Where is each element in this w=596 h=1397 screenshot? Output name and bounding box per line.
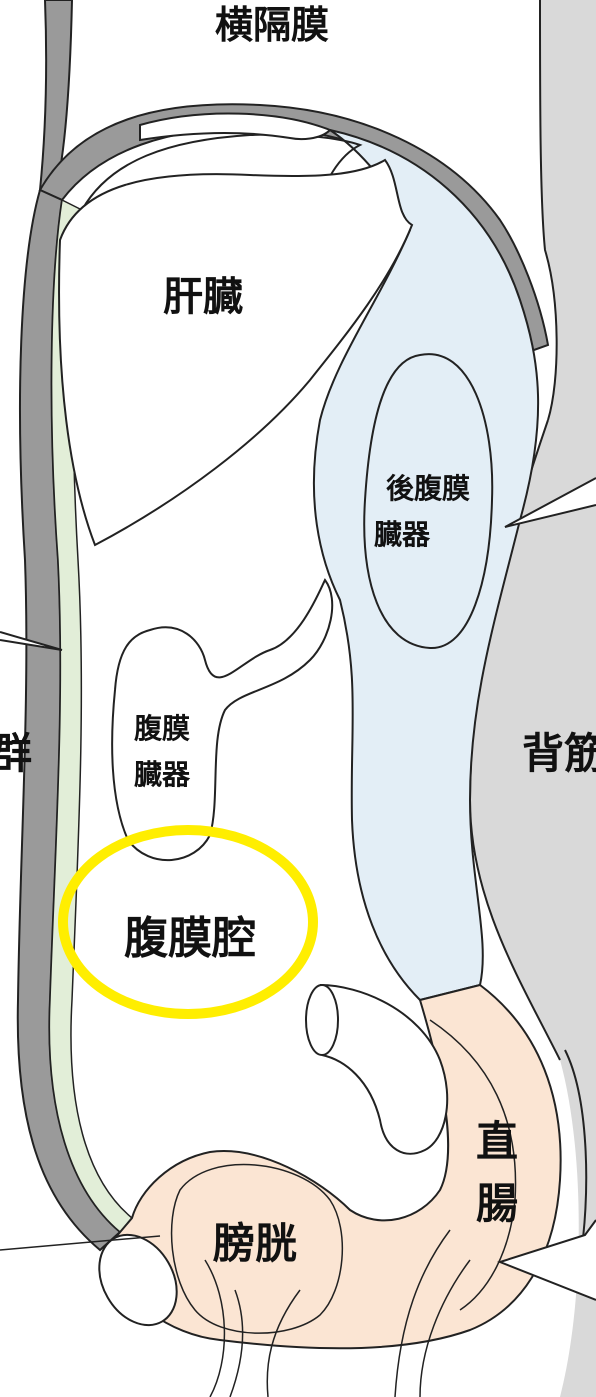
rectum	[394, 1019, 517, 1397]
callout-pointers	[0, 477, 596, 1301]
label-peritoneal-cavity: 腹膜腔	[124, 913, 256, 964]
label-back-muscle: 背筋	[522, 729, 596, 778]
bladder	[98, 1163, 344, 1397]
label-peritoneal-organ-2: 臓器	[134, 758, 191, 791]
label-peritoneal-organ-1: 腹膜	[134, 712, 190, 745]
label-rectum-1: 直	[476, 1117, 518, 1166]
label-rectum-2: 腸	[476, 1179, 518, 1228]
highlight-ring	[58, 825, 318, 1019]
intestine-tube	[305, 984, 449, 1155]
label-bladder: 膀胱	[212, 1219, 297, 1268]
label-diaphragm: 横隔膜	[215, 3, 329, 47]
peritoneal-organ	[111, 578, 334, 862]
retroperitoneal-organ	[363, 353, 494, 650]
liver	[58, 158, 414, 547]
label-retro-organ-1: 後腹膜	[386, 472, 470, 505]
label-liver: 肝臓	[163, 274, 243, 320]
label-retro-organ-2: 臓器	[374, 518, 431, 551]
diaphragm-wall	[38, 0, 550, 357]
label-abdominal-wall: 群	[0, 729, 32, 778]
